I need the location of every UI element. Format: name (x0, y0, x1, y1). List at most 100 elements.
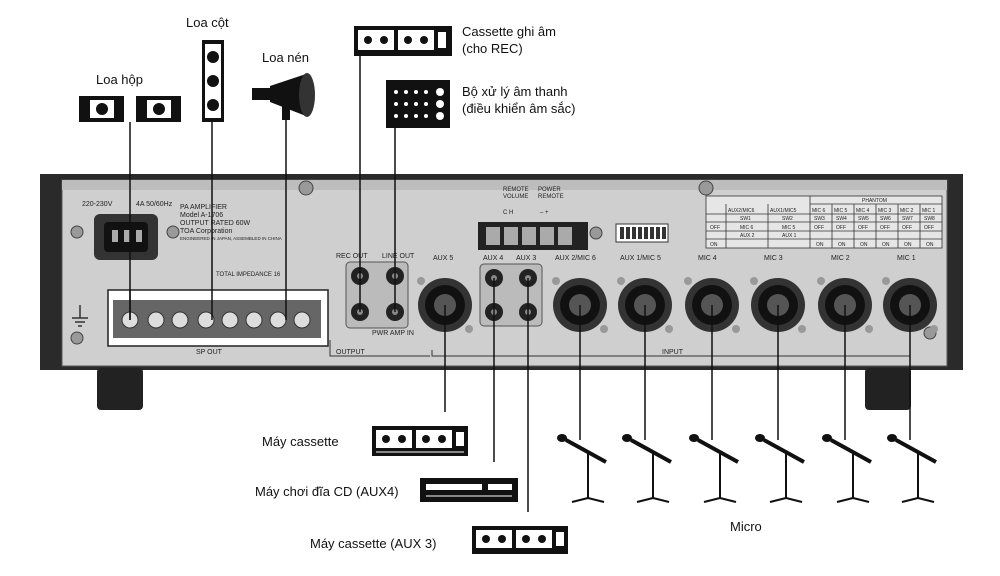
svg-text:ON: ON (926, 242, 934, 248)
nameplate-line: PA AMPLIFIER (180, 204, 227, 211)
svg-text:SW7: SW7 (902, 216, 913, 222)
remote-volume-label: REMOTE (503, 187, 529, 193)
svg-text:ON: ON (882, 242, 890, 248)
cassette-deck-icon (472, 526, 568, 554)
connection-wires (129, 56, 911, 512)
screw-icon (166, 225, 180, 239)
nameplate-line: OUTPUT RATED 60W (180, 220, 251, 227)
svg-text:SW3: SW3 (814, 216, 825, 222)
svg-text:SW8: SW8 (924, 216, 935, 222)
right-foot (865, 368, 911, 410)
power-remote-pins: – + (540, 210, 549, 216)
panel-text: 220-230V 4A 50/60Hz PA AMPLIFIER Model A… (82, 187, 916, 356)
input-label: MIC 2 (831, 255, 850, 262)
cassette-deck-icon (372, 426, 468, 456)
microphone-icon (557, 434, 607, 503)
nameplate-line: ENGINEERED IN JAPAN, ASSEMBLED IN CHINA (180, 236, 282, 241)
output-label: OUTPUT (336, 349, 366, 356)
input-label: MIC 3 (764, 255, 783, 262)
microphones (557, 434, 937, 503)
microphone-icon (689, 434, 739, 503)
cassette-rec-label: Cassette ghi âm (462, 24, 556, 39)
svg-text:ON: ON (838, 242, 846, 248)
rca-jacks-input (479, 263, 543, 327)
svg-text:PHANTOM: PHANTOM (862, 198, 887, 204)
svg-text:AUX1/MIC5: AUX1/MIC5 (770, 208, 797, 214)
sound-processor-icon (386, 80, 450, 128)
svg-text:OFF: OFF (836, 225, 846, 231)
microphone-icon (887, 434, 937, 503)
input-label: AUX 3 (516, 255, 536, 262)
microphone-icon (822, 434, 872, 503)
phantom-table-text: PHANTOM AUX2/MIC6 AUX1/MIC5 SW1 SW2 MIC … (710, 198, 936, 248)
power-rating: 220-230V (82, 201, 113, 208)
cassette-rec-sublabel: (cho REC) (462, 41, 523, 56)
svg-text:MIC 2: MIC 2 (900, 208, 914, 214)
svg-text:ON: ON (860, 242, 868, 248)
microphone-icon (622, 434, 672, 503)
screw-icon (589, 226, 603, 240)
power-freq: 4A 50/60Hz (136, 201, 173, 208)
microphone-icon (755, 434, 805, 503)
svg-text:OFF: OFF (858, 225, 868, 231)
phantom-table (705, 195, 943, 249)
svg-text:MIC 5: MIC 5 (782, 225, 796, 231)
input-label: AUX 4 (483, 255, 503, 262)
impedance-label: TOTAL IMPEDANCE 16 (216, 272, 281, 278)
cd-player-label: Máy chơi đĩa CD (AUX4) (255, 484, 399, 499)
input-label: MIC 4 (698, 255, 717, 262)
box-speaker-label: Loa hộp (96, 72, 143, 87)
svg-text:OFF: OFF (710, 225, 720, 231)
svg-text:MIC 3: MIC 3 (878, 208, 892, 214)
screw-icon (70, 225, 84, 239)
svg-text:OFF: OFF (814, 225, 824, 231)
sp-out-terminal-strip (113, 300, 321, 338)
screw-icon (298, 180, 314, 196)
cd-player-icon (420, 478, 518, 502)
nameplate-line: TOA Corporation (180, 228, 233, 235)
micro-label: Micro (730, 519, 762, 534)
svg-text:SW1: SW1 (740, 216, 751, 222)
svg-text:MIC 4: MIC 4 (856, 208, 870, 214)
svg-text:SW2: SW2 (782, 216, 793, 222)
screw-icon (698, 180, 714, 196)
svg-text:AUX 1: AUX 1 (782, 233, 797, 239)
svg-text:MIC 6: MIC 6 (740, 225, 754, 231)
svg-text:MIC 6: MIC 6 (812, 208, 826, 214)
input-label: AUX 2/MIC 6 (555, 255, 596, 262)
svg-text:ON: ON (816, 242, 824, 248)
power-remote-label: REMOTE (538, 194, 564, 200)
xlr-jacks (417, 277, 938, 333)
rec-out-label: REC OUT (336, 253, 368, 260)
svg-text:OFF: OFF (902, 225, 912, 231)
processor-label: Bộ xử lý âm thanh (462, 84, 568, 99)
sp-out-label: SP OUT (196, 349, 223, 356)
svg-text:SW4: SW4 (836, 216, 847, 222)
cassette-deck-icon (354, 26, 452, 56)
svg-text:ON: ON (710, 242, 718, 248)
column-speaker-label: Loa cột (186, 15, 229, 30)
input-label: MIC 1 (897, 255, 916, 262)
processor-sublabel: (điều khiển âm sắc) (462, 101, 576, 116)
nameplate-line: Model A-1706 (180, 212, 223, 219)
svg-text:MIC 5: MIC 5 (834, 208, 848, 214)
remote-terminal-block (478, 222, 588, 250)
cassette-aux5-label: Máy cassette (262, 434, 339, 449)
input-label: AUX 5 (433, 255, 453, 262)
input-label: INPUT (662, 349, 684, 356)
svg-text:OFF: OFF (924, 225, 934, 231)
svg-text:AUX2/MIC6: AUX2/MIC6 (728, 208, 755, 214)
power-remote-label: POWER (538, 187, 561, 193)
svg-text:SW6: SW6 (880, 216, 891, 222)
svg-text:MIC 1: MIC 1 (922, 208, 936, 214)
horn-speaker-label: Loa nén (262, 50, 309, 65)
column-speaker-icon (202, 40, 224, 122)
remote-volume-pins: C H (503, 210, 513, 216)
ground-icon (72, 305, 88, 327)
line-out-label: LINE OUT (382, 253, 415, 260)
svg-text:OFF: OFF (880, 225, 890, 231)
svg-text:ON: ON (904, 242, 912, 248)
cassette-aux3-label: Máy cassette (AUX 3) (310, 536, 437, 551)
